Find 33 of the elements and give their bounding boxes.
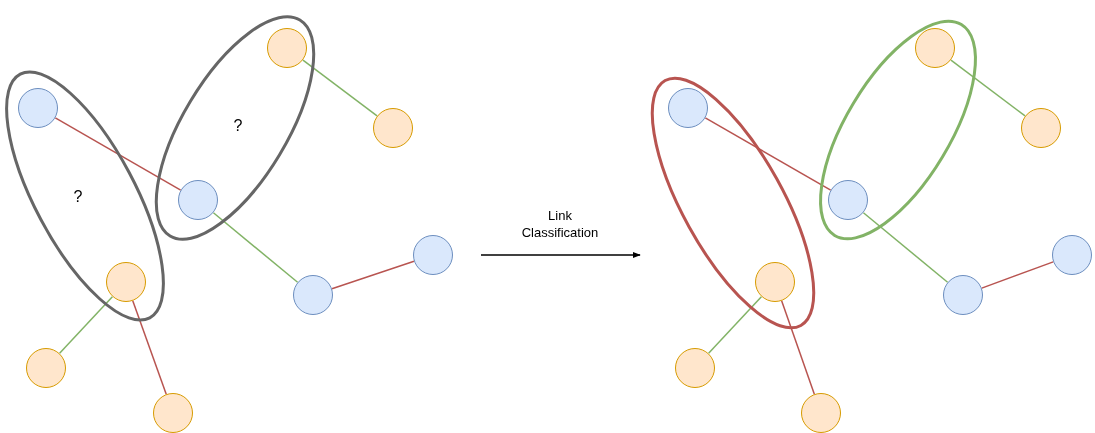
edge-line	[331, 260, 415, 290]
edge-line	[212, 212, 299, 283]
circle-node	[755, 262, 795, 302]
arrow-caption: Link Classification	[520, 207, 600, 241]
circle-node	[915, 28, 955, 68]
circle-node	[828, 180, 868, 220]
edge-line	[981, 261, 1054, 289]
circle-node	[1021, 108, 1061, 148]
edge-line	[704, 117, 832, 191]
circle-node	[153, 393, 193, 433]
edge-line	[132, 300, 167, 395]
circle-node	[293, 275, 333, 315]
circle-node	[1052, 235, 1092, 275]
edge-line	[780, 300, 816, 395]
question-mark: ?	[72, 188, 84, 206]
circle-node	[801, 393, 841, 433]
circle-node	[668, 88, 708, 128]
circle-node	[413, 235, 453, 275]
edge-line	[862, 212, 949, 283]
circle-node	[106, 262, 146, 302]
edge-line	[58, 295, 114, 355]
circle-node	[373, 108, 413, 148]
circle-node	[26, 348, 66, 388]
circle-node	[675, 348, 715, 388]
edge-line	[950, 59, 1026, 117]
edge-line	[54, 117, 182, 191]
question-mark: ?	[232, 117, 244, 135]
edge-line	[302, 59, 378, 117]
circle-node	[943, 275, 983, 315]
edge-line	[707, 295, 763, 355]
circle-node	[18, 88, 58, 128]
circle-node	[267, 28, 307, 68]
circle-node	[178, 180, 218, 220]
